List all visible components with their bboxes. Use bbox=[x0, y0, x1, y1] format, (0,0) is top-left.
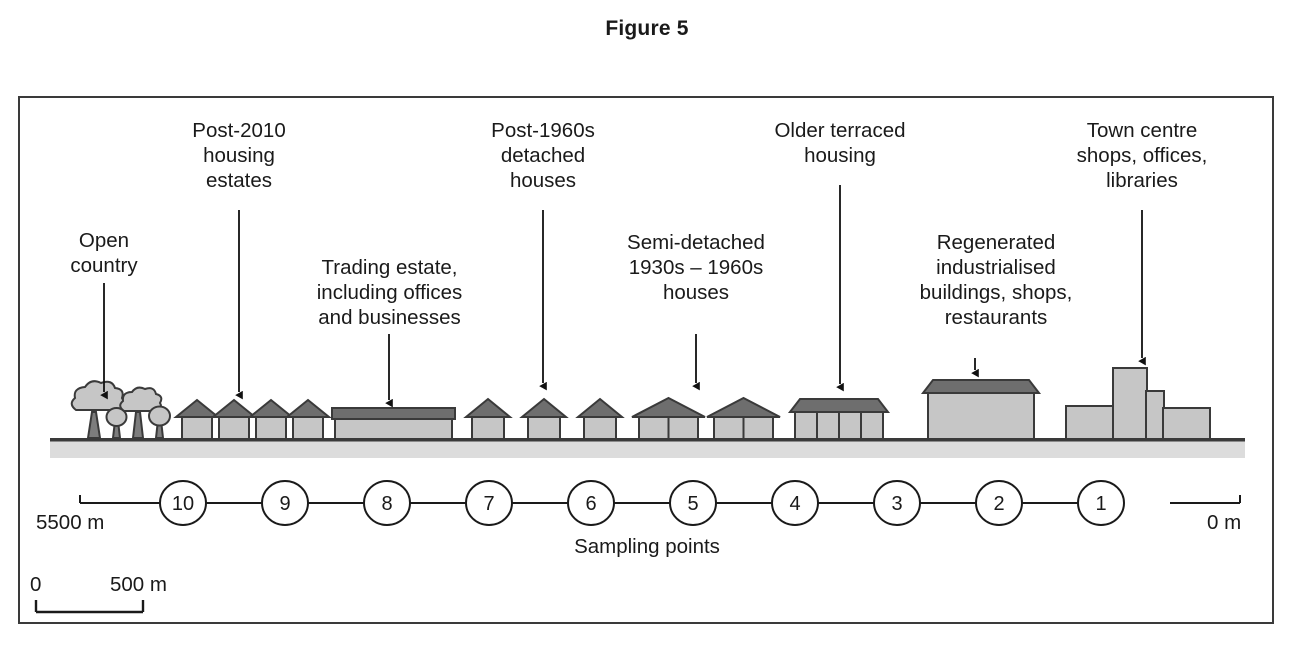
terraced-row bbox=[787, 398, 891, 440]
sampling-point-label: 7 bbox=[483, 493, 494, 515]
industrial-block bbox=[920, 379, 1042, 440]
ground-strip bbox=[50, 438, 1245, 458]
transect-left-end-label: 5500 m bbox=[36, 511, 105, 534]
sampling-point-label: 1 bbox=[1095, 493, 1106, 515]
sampling-point: 10 bbox=[159, 480, 207, 526]
sampling-point-label: 2 bbox=[993, 493, 1004, 515]
callout-town-centre: Town centre shops, offices, libraries bbox=[1076, 119, 1208, 192]
sampling-point: 1 bbox=[1077, 480, 1125, 526]
sampling-point: 8 bbox=[363, 480, 411, 526]
sampling-point: 6 bbox=[567, 480, 615, 526]
sampling-point-label: 8 bbox=[381, 493, 392, 515]
sampling-point-label: 10 bbox=[172, 493, 194, 515]
sampling-point: 9 bbox=[261, 480, 309, 526]
scale-bar bbox=[34, 600, 145, 614]
sampling-point-label: 6 bbox=[585, 493, 596, 515]
callout-trading-estate: Trading estate, including offices and bu… bbox=[316, 256, 463, 329]
sampling-point-label: 5 bbox=[687, 493, 698, 515]
semi-detached-pairs bbox=[631, 396, 781, 440]
callout-older-terraced-housing: Older terraced housing bbox=[774, 119, 906, 167]
detached-houses bbox=[463, 397, 625, 440]
sampling-point-label: 4 bbox=[789, 493, 800, 515]
town-centre-blocks bbox=[1065, 367, 1211, 440]
transect-axis-label: Sampling points bbox=[574, 535, 720, 558]
sampling-point: 2 bbox=[975, 480, 1023, 526]
figure-title: Figure 5 bbox=[605, 17, 689, 40]
sampling-point-circles: 10 9 8 7 6 5 4 bbox=[159, 480, 1125, 526]
callout-post-2010-housing-estates: Post-2010 housing estates bbox=[192, 119, 286, 192]
trees bbox=[70, 380, 171, 439]
scale-bar-start-label: 0 bbox=[30, 573, 42, 596]
small-detached-row bbox=[173, 398, 332, 440]
sampling-point: 4 bbox=[771, 480, 819, 526]
sampling-point: 7 bbox=[465, 480, 513, 526]
callout-semi-detached-houses: Semi-detached 1930s – 1960s houses bbox=[627, 231, 765, 304]
diagram-frame bbox=[18, 96, 1274, 624]
flat-roof-warehouse bbox=[331, 407, 456, 440]
callout-post-1960s-detached-houses: Post-1960s detached houses bbox=[491, 119, 595, 192]
callout-leader-lines bbox=[100, 185, 1146, 408]
sampling-point: 5 bbox=[669, 480, 717, 526]
scale-bar-end-label: 500 m bbox=[110, 573, 167, 596]
transect-right-end-label: 0 m bbox=[1207, 511, 1242, 534]
sampling-point-label: 9 bbox=[279, 493, 290, 515]
callout-open-country: Open country bbox=[70, 229, 138, 277]
sampling-point: 3 bbox=[873, 480, 921, 526]
sampling-point-label: 3 bbox=[891, 493, 902, 515]
callout-regenerated-industrialised: Regenerated industrialised buildings, sh… bbox=[919, 231, 1073, 329]
transect-line bbox=[79, 495, 1241, 504]
